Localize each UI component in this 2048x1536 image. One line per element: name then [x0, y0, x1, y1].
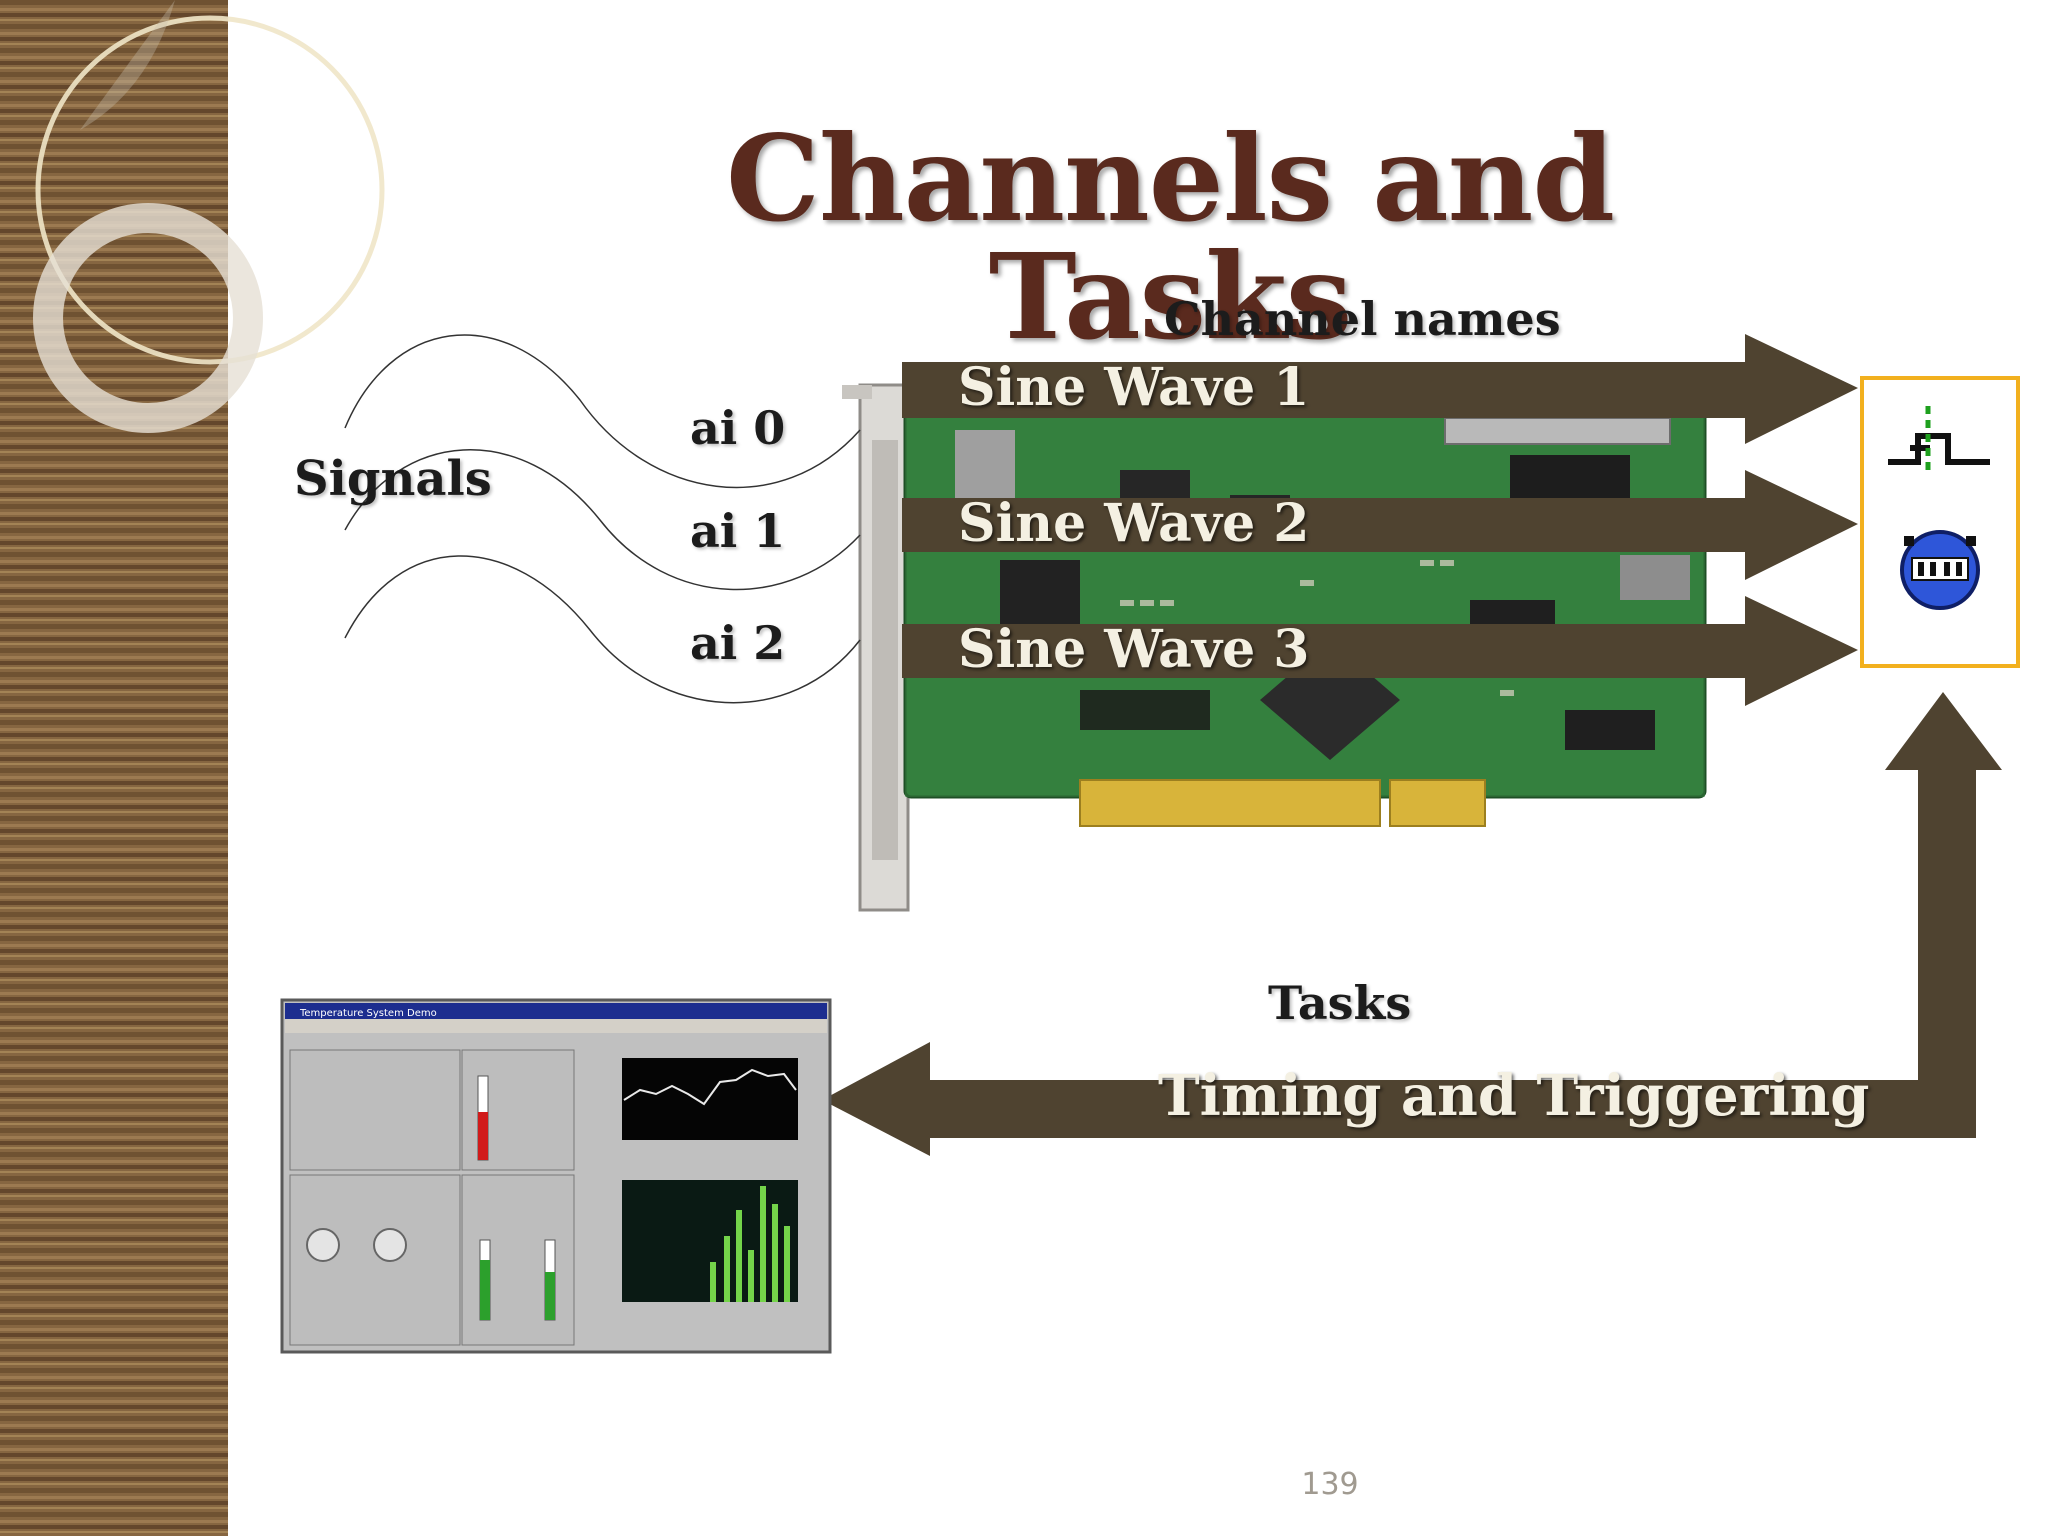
signals-label: Signals: [294, 451, 492, 507]
decorative-circles: [33, 0, 385, 433]
signal-wave-0: [344, 334, 861, 489]
signal-wave-1: [344, 449, 861, 591]
svg-text:Temperature System Demo: Temperature System Demo: [299, 1008, 437, 1019]
signal-wave-2: [344, 555, 861, 704]
channel-arrow-2: [902, 470, 1858, 580]
virtual-channel-sine-wave-1: Sine Wave 1: [958, 357, 1310, 418]
physical-channel-ai1: ai 1: [690, 504, 786, 558]
channel-arrow-3: [902, 596, 1858, 706]
channel-arrows: [902, 334, 1858, 706]
physical-channel-ai0: ai 0: [690, 401, 786, 455]
wood-side-panel: [0, 0, 228, 1536]
tasks-return-arrow: [822, 692, 2002, 1156]
virtual-channel-sine-wave-2: Sine Wave 2: [958, 493, 1310, 554]
channel-arrow-1: [902, 334, 1858, 444]
tasks-label: Tasks: [1268, 976, 1412, 1030]
labview-front-panel-screenshot: Temperature System Demo: [280, 998, 832, 1354]
timing-triggering-label: Timing and Triggering: [1158, 1063, 1870, 1129]
task-box: [1860, 376, 2020, 668]
signal-waves: [344, 334, 861, 704]
page-number: 139: [1301, 1467, 1359, 1502]
slide-title: Channels and Tasks: [726, 109, 1615, 366]
task-clock-icon: [1900, 530, 1980, 610]
channel-names-label: Channel names: [1164, 292, 1561, 346]
physical-channel-ai2: ai 2: [690, 616, 786, 670]
virtual-channel-sine-wave-3: Sine Wave 3: [958, 619, 1310, 680]
daq-card-image: [842, 370, 1707, 912]
